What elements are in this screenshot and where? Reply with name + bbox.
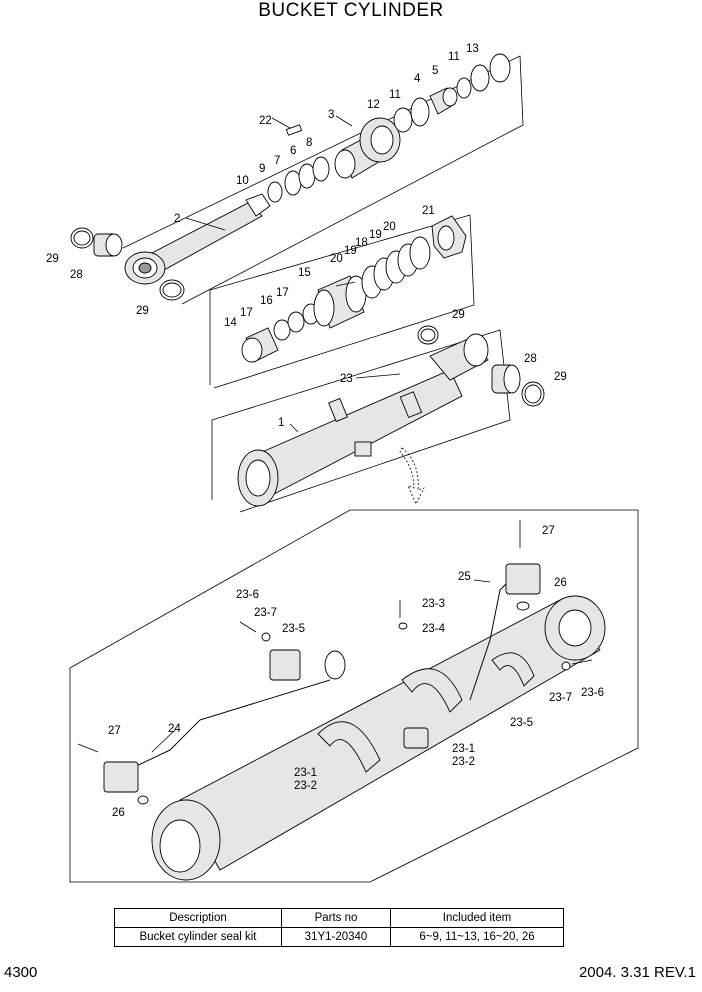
- cylinder-tube: [237, 325, 545, 507]
- label-26a: 26: [112, 807, 125, 819]
- label-20a: 20: [330, 253, 343, 265]
- label-23-6b: 23-6: [581, 687, 604, 699]
- table-header-row: Description Parts no Included item: [114, 908, 564, 928]
- label-11a: 11: [389, 89, 401, 101]
- label-24: 24: [168, 723, 181, 735]
- header-parts-no: Parts no: [281, 908, 391, 928]
- label-22: 22: [259, 115, 272, 127]
- label-29b: 29: [136, 305, 149, 317]
- tube-group-frame: [211, 329, 511, 513]
- page-number: 4300: [4, 964, 38, 981]
- label-23-3: 23-3: [422, 598, 445, 610]
- detail-cylinder: [77, 520, 606, 881]
- page-title: BUCKET CYLINDER: [258, 0, 444, 21]
- label-23-7b: 23-7: [549, 692, 572, 704]
- gland: [285, 117, 401, 179]
- label-12: 12: [367, 99, 380, 111]
- label-23-7a: 23-7: [254, 607, 277, 619]
- label-5: 5: [432, 65, 438, 77]
- piston-parts: [241, 215, 467, 363]
- label-29c: 29: [452, 309, 465, 321]
- bushing-left: [70, 227, 185, 301]
- label-17b: 17: [276, 287, 289, 299]
- label-18: 18: [355, 237, 368, 249]
- label-23-4: 23-4: [422, 623, 446, 635]
- detail-arrow: [399, 447, 425, 505]
- label-15: 15: [298, 267, 311, 279]
- cell-included-item: 6~9, 11~13, 16~20, 26: [390, 927, 564, 947]
- gland-seal-stack: [393, 53, 511, 133]
- label-23-1a: 23-1: [294, 767, 317, 779]
- label-16: 16: [260, 295, 273, 307]
- label-19b: 19: [369, 229, 382, 241]
- label-2: 2: [174, 213, 180, 225]
- callout-labels: 1 2 3 4 5 6 7 8 9 10 11 11 12 13 14 15 1…: [46, 43, 604, 819]
- label-10: 10: [236, 175, 249, 187]
- label-20b: 20: [383, 221, 396, 233]
- header-included-item: Included item: [390, 908, 564, 928]
- label-27a: 27: [108, 725, 121, 737]
- label-21: 21: [422, 205, 435, 217]
- label-11b: 11: [448, 51, 460, 63]
- label-6: 6: [290, 145, 296, 157]
- rod-seal-stack: [267, 156, 330, 203]
- table-row: Bucket cylinder seal kit 31Y1-20340 6~9,…: [114, 927, 564, 947]
- label-25: 25: [458, 571, 471, 583]
- label-13: 13: [466, 43, 479, 55]
- label-7: 7: [274, 155, 280, 167]
- label-23-2b: 23-2: [452, 756, 475, 768]
- rod: [124, 193, 271, 285]
- label-23-5b: 23-5: [510, 717, 533, 729]
- label-8: 8: [306, 137, 312, 149]
- label-9: 9: [259, 163, 265, 175]
- label-23-6a: 23-6: [236, 589, 259, 601]
- label-3: 3: [328, 109, 334, 121]
- piston-group-frame: [209, 214, 475, 389]
- revision-date: 2004. 3.31 REV.1: [578, 964, 696, 981]
- label-17a: 17: [240, 307, 253, 319]
- label-14: 14: [224, 317, 237, 329]
- label-23-1b: 23-1: [452, 743, 475, 755]
- label-23: 23: [340, 373, 353, 385]
- label-19a: 19: [344, 245, 357, 257]
- label-28a: 28: [70, 269, 83, 281]
- label-23-5a: 23-5: [282, 623, 305, 635]
- label-4: 4: [414, 73, 421, 85]
- rod-group-frame: [122, 55, 524, 305]
- label-29a: 29: [46, 253, 59, 265]
- header-description: Description: [114, 908, 282, 928]
- seal-kit-table: Description Parts no Included item Bucke…: [114, 908, 564, 947]
- cell-description: Bucket cylinder seal kit: [114, 927, 282, 947]
- cell-parts-no: 31Y1-20340: [281, 927, 391, 947]
- label-28b: 28: [524, 353, 537, 365]
- detail-view-frame: [69, 509, 639, 883]
- label-27b: 27: [542, 525, 555, 537]
- leader-lines: [151, 115, 491, 753]
- label-23-2a: 23-2: [294, 780, 317, 792]
- label-29d: 29: [554, 371, 567, 383]
- label-26b: 26: [554, 577, 567, 589]
- label-1: 1: [278, 417, 284, 429]
